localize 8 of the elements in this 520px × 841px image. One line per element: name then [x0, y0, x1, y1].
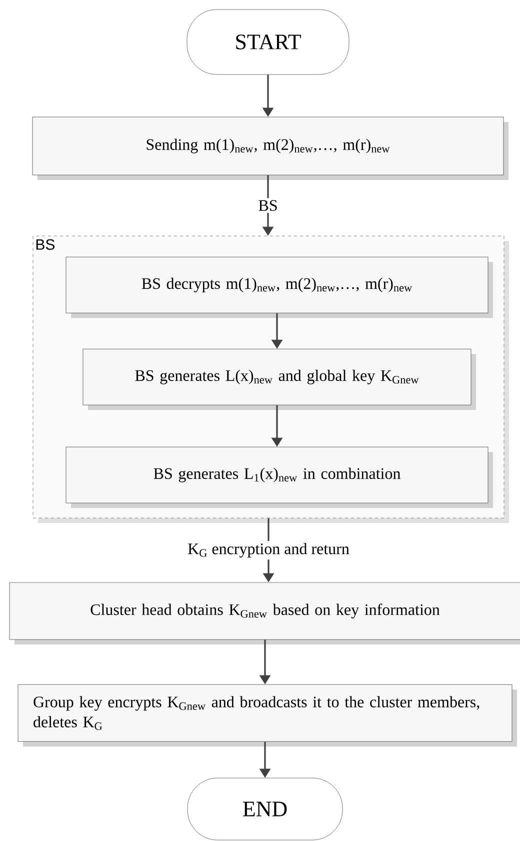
process-box: BS generates L$_{1}$(x)$_{new}$ in combination: [66, 446, 493, 508]
edge-label: K$_{G}$ encryption and return: [186, 540, 352, 560]
process-box: Sending m(1)$_{new}$, m(2)$_{new}$,…, m(r)$_{new}$: [32, 116, 508, 180]
process-box: Cluster head obtains K$_{Gnew}$ based on key information: [9, 582, 520, 644]
process-box: BS generates L(x)$_{new}$ and global key K$_{Gnew}$: [82, 348, 476, 410]
process-box: Group key encrypts K$_{Gnew}$ and broadcasts it to the cluster members, deletes K$_{G}$: [18, 684, 517, 746]
process-box: BS decrypts m(1)$_{new}$, m(2)$_{new}$,…, m(r)$_{new}$: [66, 256, 493, 318]
edge-label: BS: [256, 198, 280, 213]
